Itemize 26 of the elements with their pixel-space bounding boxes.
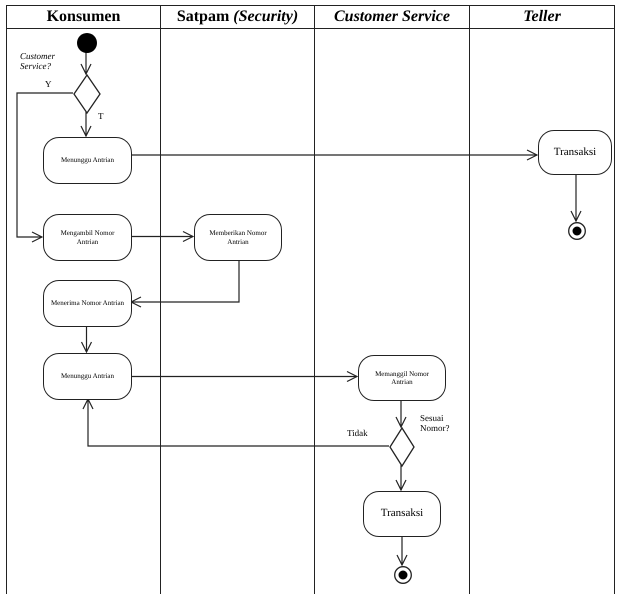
arrow	[80, 326, 92, 353]
arrow	[82, 398, 389, 447]
lane-title: Teller	[470, 6, 614, 29]
arrow	[570, 174, 582, 222]
arrow	[16, 92, 73, 243]
guard-label: Customer Service?	[20, 51, 56, 72]
swimlane	[6, 5, 161, 594]
arrow	[395, 400, 407, 428]
edge-label: Y	[44, 80, 52, 90]
lane-title: Konsumen	[7, 6, 160, 29]
lane-title: Satpam (Security)	[161, 6, 314, 29]
arrow	[80, 52, 92, 75]
arrow	[131, 149, 538, 161]
edge-label: Tidak	[346, 429, 369, 439]
arrow	[130, 260, 240, 308]
action-node: Transaksi	[538, 130, 612, 175]
arrow	[396, 536, 408, 566]
guard-label: Sesuai Nomor?	[420, 413, 450, 434]
arrow	[80, 112, 92, 137]
arrow	[395, 465, 407, 491]
lane-title: Customer Service	[315, 6, 469, 29]
action-node: Transaksi	[363, 491, 441, 537]
arrow	[131, 370, 358, 382]
edge-label: T	[97, 112, 104, 122]
swimlane	[469, 5, 615, 594]
arrow	[131, 230, 194, 242]
